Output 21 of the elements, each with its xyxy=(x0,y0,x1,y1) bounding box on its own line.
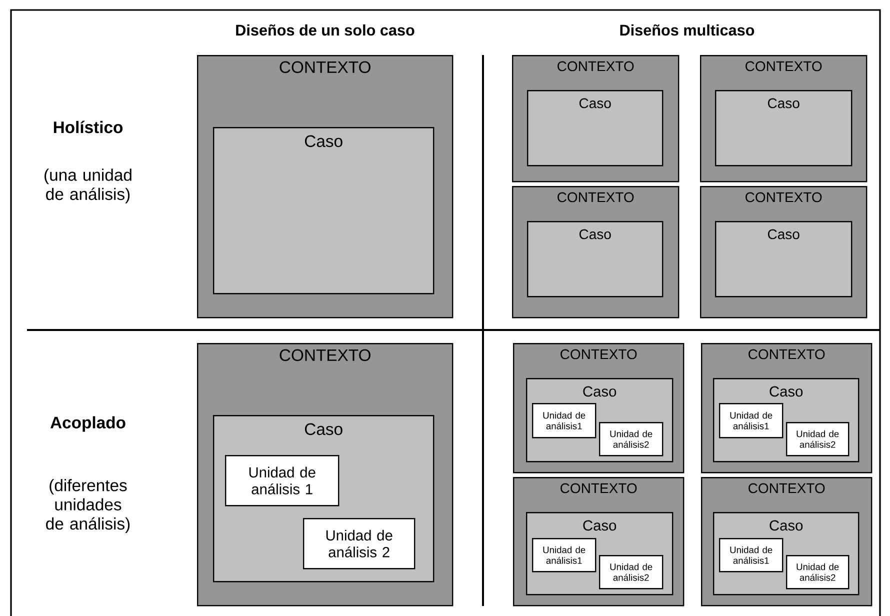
row-heading: Holístico xyxy=(54,120,123,134)
case-box: Caso xyxy=(527,221,664,298)
case-box: Caso xyxy=(715,221,852,298)
row-description: (una unidad de análisis) xyxy=(44,168,132,204)
unit-box: Unidad de análisis2 xyxy=(786,555,850,590)
case-box: Caso xyxy=(213,127,434,294)
unit-box: Unidad de análisis1 xyxy=(719,538,784,572)
unit-box: Unidad de análisis 2 xyxy=(303,518,416,570)
unit-box: Unidad de análisis1 xyxy=(719,403,784,438)
row-heading: Acoplado xyxy=(50,416,126,432)
unit-box: Unidad de análisis2 xyxy=(786,422,850,456)
case-box: Caso xyxy=(715,90,852,166)
row-description: (diferentes unidades de análisis) xyxy=(46,479,130,533)
unit-box: Unidad de análisis1 xyxy=(532,403,596,438)
case-box: Caso xyxy=(527,90,664,166)
unit-box: Unidad de análisis1 xyxy=(532,538,596,572)
column-heading: Diseños de un solo caso xyxy=(236,24,414,36)
unit-box: Unidad de análisis 1 xyxy=(225,454,340,506)
unit-box: Unidad de análisis2 xyxy=(599,555,664,590)
column-heading: Diseños multicaso xyxy=(620,24,754,36)
unit-box: Unidad de análisis2 xyxy=(599,422,664,456)
